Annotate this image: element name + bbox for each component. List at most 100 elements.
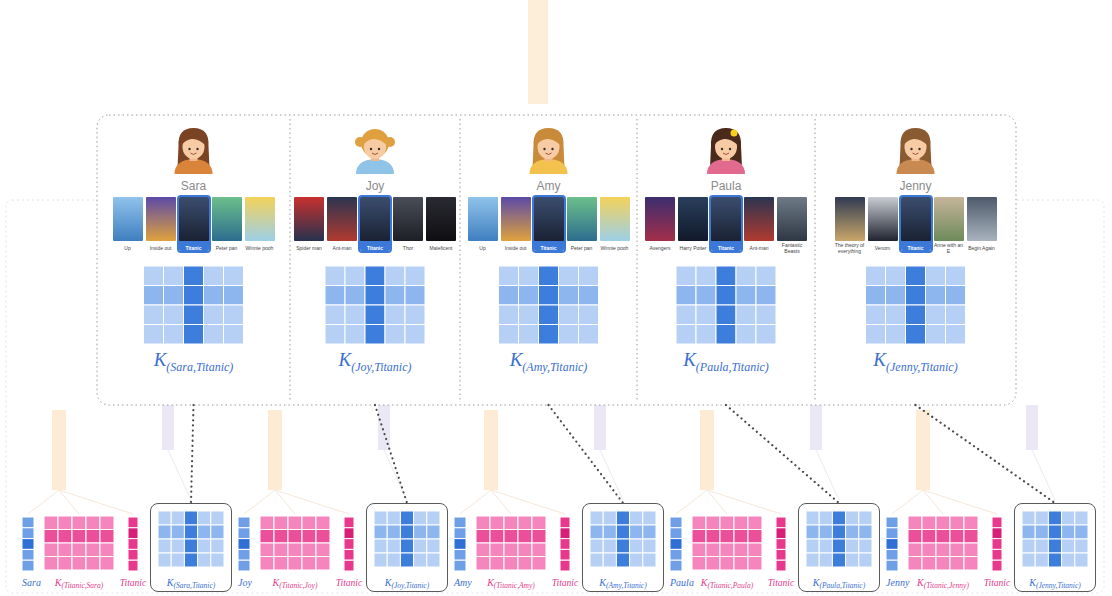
matrix-cell (1035, 539, 1048, 553)
matrix-cell (670, 528, 682, 539)
matrix-cell (365, 286, 385, 306)
matrix-cell (22, 539, 34, 550)
item-label: Titanic (336, 578, 362, 588)
matrix-cell (630, 511, 643, 525)
kernel-subscript: (Jenny,Titanic) (1036, 581, 1081, 590)
matrix-cell (128, 517, 138, 528)
kernel-subscript: (Titanic,Amy) (494, 581, 535, 590)
matrix-cell (504, 516, 518, 530)
poster-caption-wrap: Fantastic Beasts (777, 242, 807, 254)
faded-bar (162, 405, 174, 450)
matrix-cell (44, 516, 58, 530)
kernel-subscript: (Amy,Titanic) (522, 360, 587, 374)
poster-caption-wrap: Spider man (294, 242, 324, 251)
matrix-cell (22, 549, 34, 560)
matrix-cell (365, 325, 385, 345)
matrix-cell (692, 557, 706, 571)
matrix-cell (590, 525, 603, 539)
matrix-cell (734, 543, 748, 557)
poster-caption: Up (468, 245, 498, 251)
kernel-subscript: (Titanic,Sara) (61, 581, 103, 590)
kernel-matrix (374, 511, 440, 567)
poster-caption: Peter pan (567, 245, 597, 251)
matrix-cell (1022, 539, 1035, 553)
poster-caption: Maleficent (426, 245, 456, 251)
matrix-cell (454, 528, 466, 539)
movie-poster: Titanic (711, 197, 741, 251)
matrix-cell (158, 539, 171, 553)
user-name-wrap: Jenny (815, 176, 1016, 194)
matrix-cell (946, 266, 966, 286)
matrix-cell (224, 266, 244, 286)
matrix-cell (198, 553, 211, 567)
matrix-cell (387, 553, 400, 567)
poster-image (360, 197, 390, 241)
matrix-cell (692, 543, 706, 557)
matrix-cell (211, 525, 224, 539)
matrix-cell (670, 539, 682, 550)
matrix-cell (198, 539, 211, 553)
matrix-cell (950, 557, 964, 571)
matrix-cell (908, 543, 922, 557)
poster-image (835, 197, 865, 241)
matrix-cell (22, 560, 34, 571)
poster-caption-wrap: Peter pan (212, 242, 242, 251)
matrix-cell (476, 557, 490, 571)
matrix-cell (859, 525, 872, 539)
matrix-cell (405, 286, 425, 306)
dotted-connector (549, 405, 624, 503)
poster-caption-wrap: Inside out (501, 242, 531, 251)
matrix-cell (992, 539, 1002, 550)
matrix-cell (224, 286, 244, 306)
matrix-cell (670, 517, 682, 528)
faded-line (460, 490, 491, 514)
matrix-cell (539, 286, 559, 306)
matrix-cell (302, 530, 316, 544)
matrix-cell (866, 286, 886, 306)
matrix-cell (806, 539, 819, 553)
matrix-cell (692, 516, 706, 530)
matrix-cell (908, 530, 922, 544)
matrix-cell (204, 305, 224, 325)
matrix-cell (158, 525, 171, 539)
mouth (723, 153, 729, 155)
matrix-cell (325, 286, 345, 306)
faded-line (707, 490, 781, 514)
matrix-cell (936, 543, 950, 557)
matrix-cell (86, 557, 100, 571)
poster-caption-wrap: Begin Again (967, 242, 997, 251)
user-name-wrap: Sara (97, 176, 290, 194)
matrix-cell (1075, 525, 1088, 539)
matrix-cell (427, 539, 440, 553)
matrix-cell (414, 553, 427, 567)
matrix-cell (144, 286, 164, 306)
kernel-symbol: K (510, 349, 523, 370)
kernel-symbol: K (154, 349, 167, 370)
matrix-cell (806, 525, 819, 539)
kernel-matrix (158, 511, 224, 567)
matrix-cell (559, 286, 579, 306)
user-vector (886, 517, 898, 571)
poster-caption-wrap: Titanic (534, 242, 564, 251)
matrix-cell (1075, 553, 1088, 567)
poster-caption: The theory of everything (835, 242, 865, 254)
kernel-label-pink: K(Titanic,Amy) (487, 572, 535, 590)
poster-image (678, 197, 708, 241)
kernel-subscript: (Titanic,Paula) (708, 581, 754, 590)
matrix-cell (184, 286, 204, 306)
movie-poster: The theory of everything (835, 197, 865, 254)
matrix-cell (211, 553, 224, 567)
matrix-cell (748, 530, 762, 544)
faded-line (59, 490, 133, 514)
poster-image (645, 197, 675, 241)
kernel-label: K(Paula,Titanic) (637, 349, 815, 371)
user-column: SaraK(Sara,Titanic)UpInside outTitanicPe… (97, 115, 290, 405)
matrix-cell (560, 560, 570, 571)
poster-caption: Titanic (534, 245, 564, 251)
movie-poster: Avengers (645, 197, 675, 251)
matrix-cell (260, 530, 274, 544)
matrix-cell (518, 530, 532, 544)
matrix-cell (44, 530, 58, 544)
poster-caption-wrap: Winnie pooh (245, 242, 275, 251)
